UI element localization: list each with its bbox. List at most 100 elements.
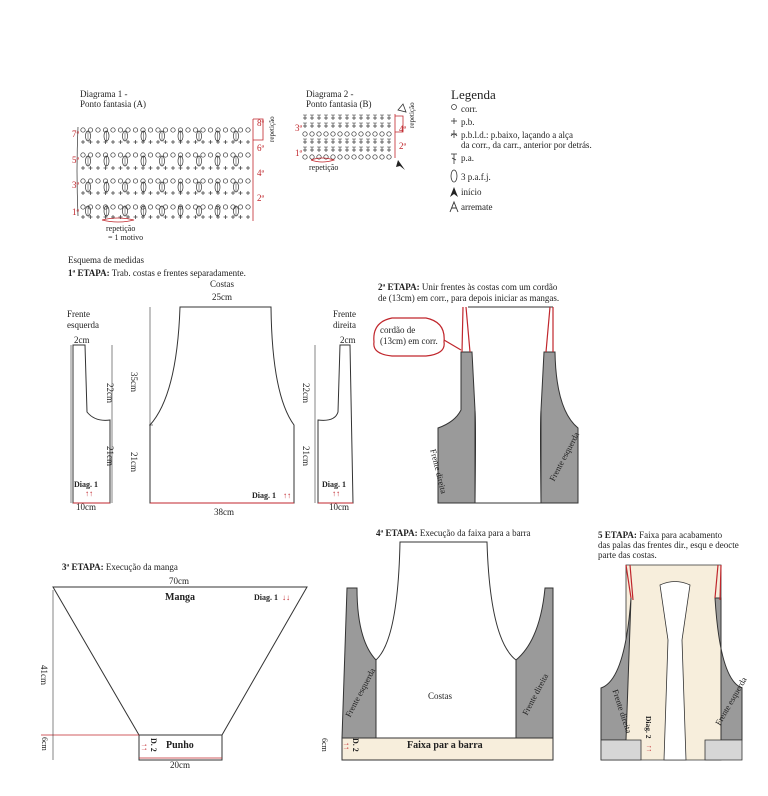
stage5-text1: Faixa para acabamento xyxy=(639,530,723,540)
s4-band xyxy=(341,737,554,761)
chain-stitch xyxy=(215,178,221,184)
chain-stitch xyxy=(358,154,364,160)
chain-stitch xyxy=(302,154,308,160)
legend-item-blsc-cont: da corr., da carr., anterior por detrás. xyxy=(461,140,592,150)
d2-repeat-mark-bottom xyxy=(310,157,336,163)
chain-stitch xyxy=(245,127,251,133)
stage5-line2: das palas das frentes dir., esqu e deoct… xyxy=(598,540,739,550)
sleeve-title: Manga xyxy=(165,592,195,603)
back-outline xyxy=(149,306,295,504)
chain-stitch xyxy=(237,152,244,158)
chain-stitch xyxy=(102,204,109,210)
stage4-text: Execução da faixa para a barra xyxy=(419,528,531,538)
chain-stitch xyxy=(95,204,101,210)
d2-repeat-mark xyxy=(395,115,404,133)
chain-stitch xyxy=(344,131,350,137)
chain-stitch xyxy=(379,154,385,160)
band-diag: D. 2 xyxy=(351,738,360,752)
d1-repeat-side: repetição xyxy=(268,116,276,142)
chain-stitch xyxy=(192,178,199,184)
left-front-title2: esquerda xyxy=(67,320,99,330)
s5-cord-right-a xyxy=(714,564,719,599)
legend-item-chain: corr. xyxy=(461,104,478,114)
stage5-line1: 5 ETAPA: Faixa para acabamento xyxy=(598,530,722,540)
back-loop-mark xyxy=(450,133,458,137)
chain-stitch xyxy=(207,204,214,210)
chain-stitch xyxy=(162,127,169,133)
diagram2-title: Diagrama 2 - xyxy=(306,89,354,99)
cluster-icon xyxy=(450,169,458,183)
chain-stitch xyxy=(185,127,191,133)
d1-left-turns xyxy=(76,126,79,217)
legend-title: Legenda xyxy=(451,87,496,102)
left-front-diag: Diag. 1 xyxy=(74,480,98,489)
left-front-arrows: ↑↑ xyxy=(85,489,93,498)
chain-stitch xyxy=(200,127,206,133)
s4-back: Costas xyxy=(428,691,453,701)
chain-stitch xyxy=(330,154,336,160)
sleeve-diag: Diag. 1 xyxy=(254,593,278,602)
chain-stitch xyxy=(170,127,176,133)
band-height: 6cm xyxy=(320,738,329,752)
s4-front-right-shape xyxy=(515,587,554,739)
d1-repeat-mark xyxy=(253,118,264,141)
chain-stitch xyxy=(245,178,251,184)
chain-stitch xyxy=(87,127,94,133)
chain-stitch xyxy=(372,131,378,137)
chain-stitch xyxy=(162,178,169,184)
chain-stitch xyxy=(125,152,131,158)
sleeve-diag-arrows: ↓↓ xyxy=(282,593,290,602)
chain-stitch xyxy=(365,131,371,137)
diagram1-subtitle: Ponto fantasia (A) xyxy=(80,99,146,109)
chain-stitch xyxy=(125,178,131,184)
chain-stitch xyxy=(230,152,236,158)
band-arrows: ↑↑ xyxy=(342,742,351,750)
right-front-title: Frente xyxy=(333,309,356,319)
d2-start-arrow xyxy=(396,160,405,170)
stage1-heading: 1ª ETAPA: Trab. costas e frentes separad… xyxy=(68,268,246,278)
s2-cord-left-b xyxy=(465,306,471,353)
stage4-heading: 4ª ETAPA: Execução da faixa para a barra xyxy=(376,528,531,538)
chain-stitch xyxy=(117,152,124,158)
s5-diag-arrows: ↑↑ xyxy=(645,745,653,752)
chain-stitch xyxy=(351,154,357,160)
chain-stitch xyxy=(147,204,154,210)
chain-stitch xyxy=(117,204,124,210)
cord-bubble xyxy=(373,317,445,357)
chain-stitch xyxy=(192,152,199,158)
s5-cord-left-a xyxy=(625,564,632,599)
chain-stitch xyxy=(185,178,191,184)
chain-stitch xyxy=(102,127,109,133)
d2-row-1: 1ª xyxy=(295,148,302,158)
right-front-diag: Diag. 1 xyxy=(322,480,346,489)
d1-row-4: 4ª xyxy=(257,168,264,178)
chain-stitch xyxy=(358,131,364,137)
chain-stitch xyxy=(80,204,86,210)
legend-item-fasten: arremate xyxy=(461,202,493,212)
chain-stitch xyxy=(302,131,308,137)
left-front-upper: 22cm xyxy=(105,383,115,403)
back-lower-height: 21cm xyxy=(129,452,139,472)
s5-band-right xyxy=(600,739,642,761)
back-width-bottom: 38cm xyxy=(214,507,234,517)
cuff-title: Punho xyxy=(166,740,194,751)
chain-stitch xyxy=(230,204,236,210)
cord-bubble-line1: cordão de xyxy=(380,325,416,335)
cuff-outline xyxy=(138,734,223,761)
right-front-bottom: 10cm xyxy=(329,502,349,512)
chain-stitch xyxy=(147,178,154,184)
d1-row-7: 7ª xyxy=(72,129,79,139)
legend-item-blsc: p.b.l.d.: p.baixo, laçando a alça xyxy=(461,130,573,140)
chain-stitch xyxy=(386,154,392,160)
sleeve-outline xyxy=(52,586,308,736)
left-front-lower: 21cm xyxy=(105,446,115,466)
chain-stitch xyxy=(132,204,139,210)
chain-stitch xyxy=(215,152,221,158)
d1-motif-mark xyxy=(101,217,135,223)
d2-repeat-side: repetição xyxy=(408,102,416,128)
chain-stitch xyxy=(309,154,315,160)
chain-stitch xyxy=(207,152,214,158)
s5-cord-left-b xyxy=(629,564,634,601)
chain-stitch xyxy=(192,204,199,210)
chain-stitch xyxy=(215,127,221,133)
